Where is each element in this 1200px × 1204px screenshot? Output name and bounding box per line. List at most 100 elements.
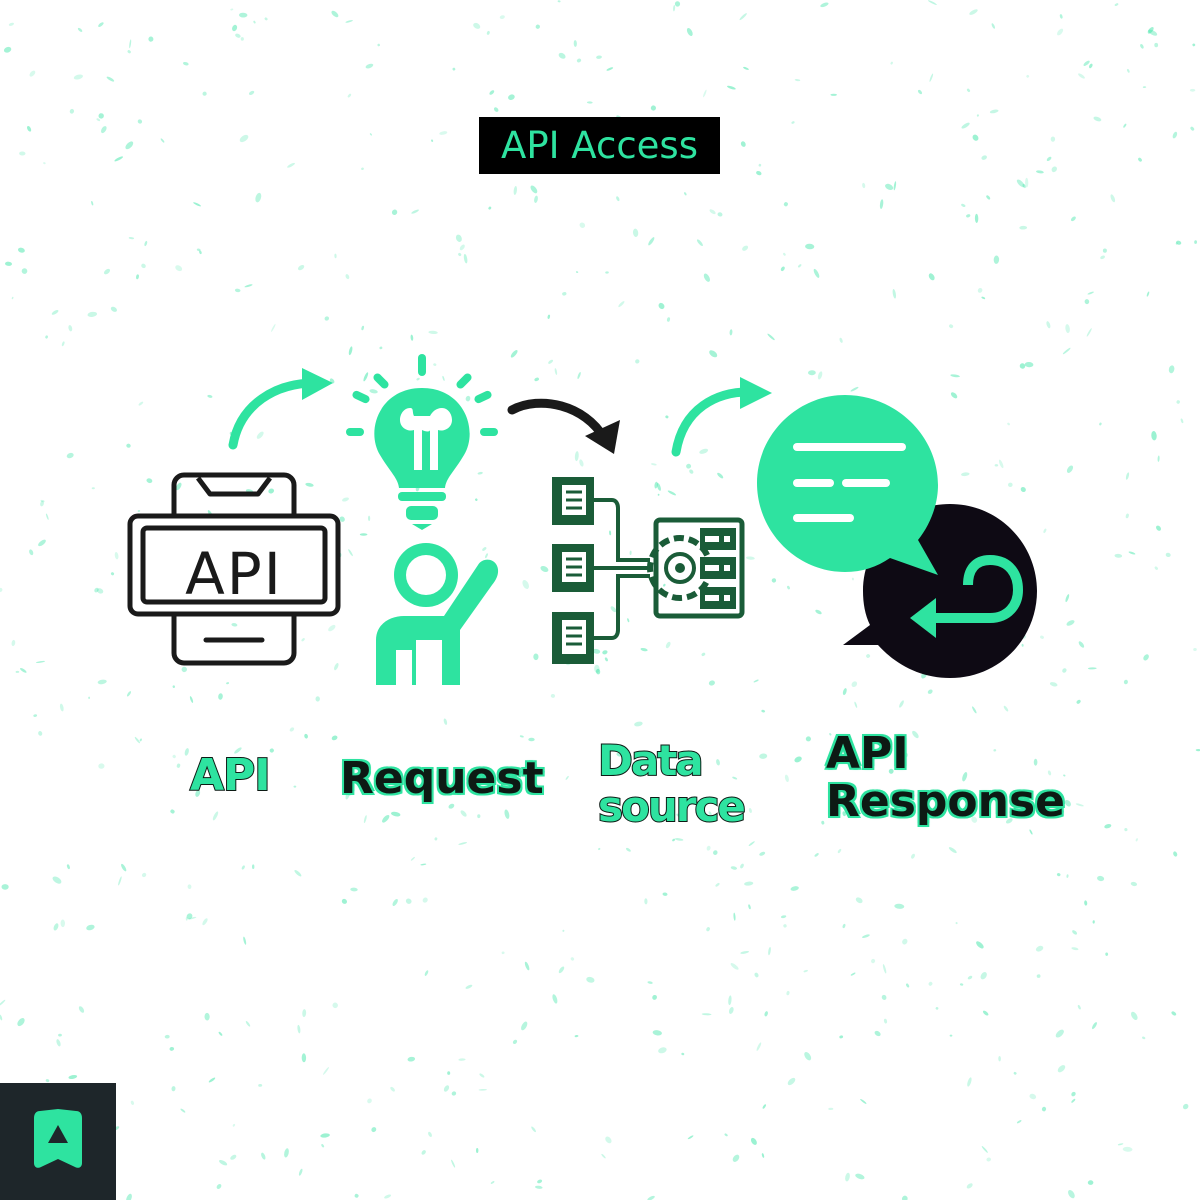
speckle [1087, 667, 1097, 670]
speckle [783, 252, 786, 256]
speckle [605, 1136, 612, 1144]
speckle [570, 957, 575, 961]
speckle [508, 94, 515, 101]
speckle [980, 972, 987, 980]
speckle [1068, 1189, 1075, 1199]
speckle [746, 556, 755, 560]
speckle [473, 22, 481, 29]
speckle [421, 1150, 426, 1155]
speckle [1078, 73, 1085, 79]
speckle [230, 1154, 237, 1160]
speckle [59, 703, 64, 712]
speckle [902, 806, 906, 810]
speckle [1092, 920, 1095, 924]
speckle [805, 243, 815, 250]
speckle [855, 897, 863, 904]
speckle [1050, 136, 1056, 142]
speckle [66, 452, 74, 459]
speckle [1154, 566, 1158, 570]
speckle [1008, 482, 1013, 488]
speckle [657, 493, 660, 496]
speckle [98, 763, 105, 769]
speckle [1064, 799, 1071, 807]
speckle [928, 981, 933, 986]
speckle [405, 898, 412, 904]
speckle [708, 811, 712, 817]
speckle [780, 266, 785, 272]
speckle [407, 1056, 416, 1062]
speckle [1156, 525, 1161, 531]
speckle [647, 981, 653, 984]
speckle [837, 848, 842, 854]
speckle [684, 192, 687, 196]
speckle [339, 516, 345, 522]
speckle [1135, 838, 1138, 842]
speckle [893, 181, 897, 191]
arrow-icon [671, 377, 772, 457]
speckle [911, 853, 915, 859]
speckle [230, 8, 234, 11]
speckle [17, 1018, 25, 1027]
speckle [703, 273, 711, 282]
speckle [574, 451, 579, 462]
speckle [88, 696, 90, 699]
speckle [1046, 321, 1051, 329]
speckle [576, 58, 582, 63]
speckle [126, 1193, 132, 1200]
speckle [1142, 86, 1147, 89]
speckle [1025, 177, 1029, 188]
speckle [410, 334, 414, 341]
speckle [534, 377, 539, 382]
speckle [58, 1033, 62, 1037]
speckle [606, 67, 614, 71]
speckle [768, 946, 771, 956]
speckle [748, 807, 752, 814]
speckle [783, 202, 788, 207]
speckle [477, 471, 483, 475]
speckle [727, 85, 736, 90]
speckle [547, 314, 551, 319]
speckle [1033, 758, 1038, 766]
speckle [175, 482, 182, 491]
speckle [1193, 647, 1197, 652]
speckle [961, 122, 970, 129]
speckle [728, 995, 732, 1006]
speckle [733, 912, 736, 921]
speckle [519, 735, 524, 738]
speckle [1070, 216, 1076, 222]
speckle [175, 265, 183, 272]
speckle [1055, 1029, 1064, 1038]
speckle [912, 730, 919, 739]
speckle [302, 1009, 307, 1018]
speckle [574, 1034, 579, 1038]
speckle [363, 372, 369, 382]
speckle [787, 585, 790, 590]
speckle [594, 664, 600, 673]
speckle [377, 43, 381, 47]
speckle [244, 284, 253, 288]
speckle [293, 785, 297, 788]
speckle [347, 792, 351, 797]
speckle [87, 311, 98, 317]
speckle [1013, 1071, 1017, 1075]
speckle [986, 1157, 991, 1162]
speckle [899, 700, 904, 708]
speckle [354, 1193, 359, 1198]
speckle [1065, 594, 1070, 603]
speckle [928, 0, 937, 5]
speckle [204, 1012, 210, 1021]
speckle [839, 337, 843, 343]
speckle [699, 448, 709, 454]
speckle [753, 679, 759, 683]
speckle [1123, 123, 1127, 128]
speckle [839, 1035, 844, 1039]
speckle [359, 533, 368, 536]
brand-logo-icon [34, 1109, 82, 1168]
speckle [1086, 328, 1092, 337]
speckle [214, 777, 218, 781]
speckle [11, 296, 14, 300]
speckle [850, 972, 856, 976]
speckle [842, 811, 846, 817]
speckle [91, 200, 94, 206]
speckle [1165, 552, 1171, 558]
